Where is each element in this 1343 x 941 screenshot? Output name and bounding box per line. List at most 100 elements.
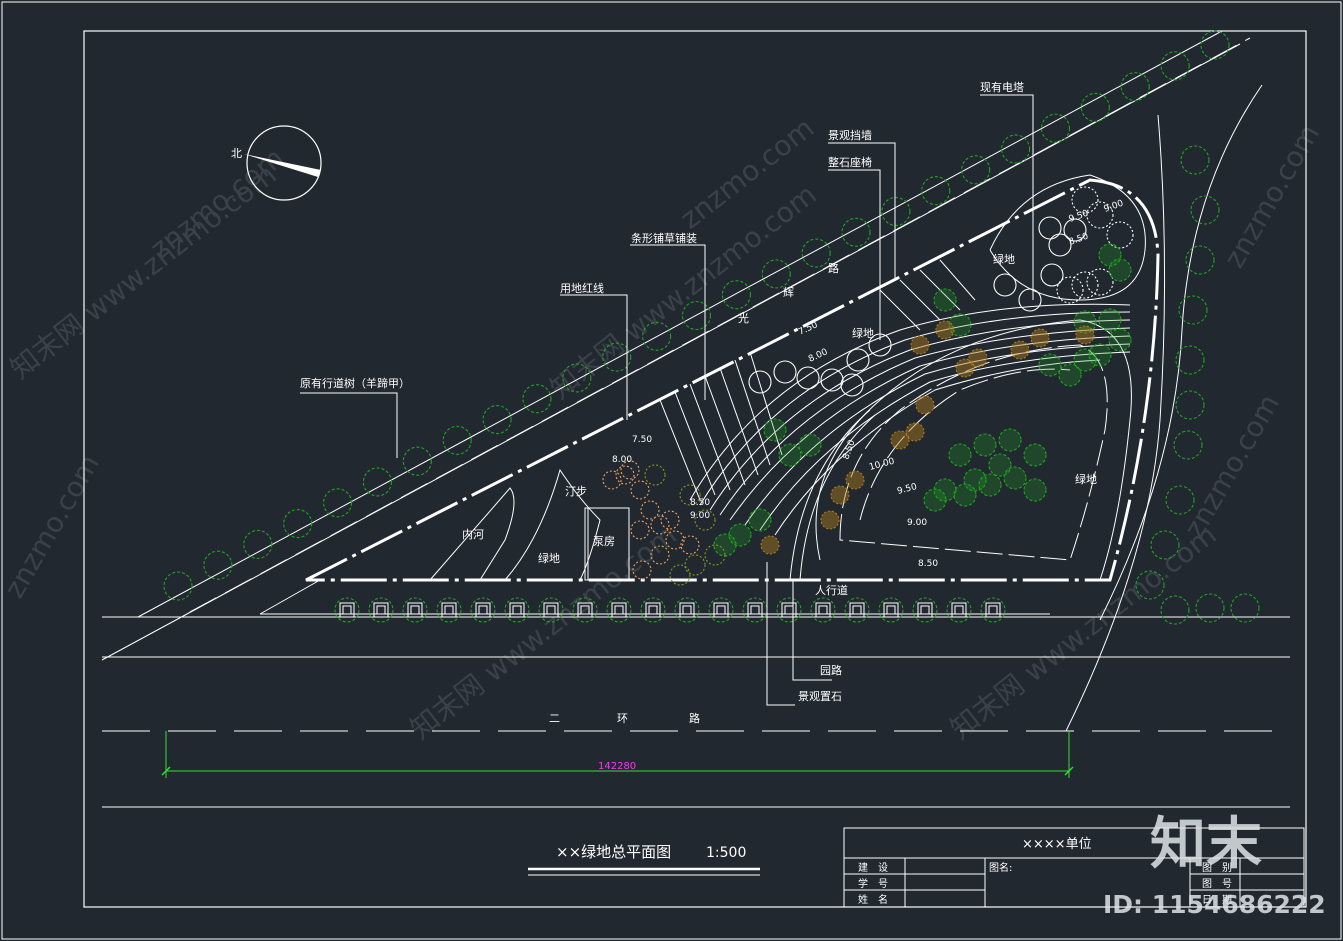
road-names: 光 辉 路 二 环 路: [549, 262, 839, 725]
label-sidewalk: 人行道: [815, 583, 848, 597]
compass-circle: [246, 125, 322, 201]
street-tree-icon: [980, 597, 1006, 623]
tree-planter-icon: [373, 602, 389, 618]
watermark-text: znzmo.com: [0, 449, 106, 604]
brown-tree-icon: [955, 358, 975, 378]
tree-planter-icon: [781, 602, 797, 618]
paving-strip: [689, 383, 731, 491]
watermark-text: 知末网 www.znzmo.com: [944, 518, 1223, 746]
street-tree-icon: [946, 597, 972, 623]
street-tree-icon: [776, 597, 802, 623]
tree-planter-icon: [920, 605, 930, 615]
street-tree-icon: [1001, 134, 1031, 164]
street-tree-icon: [921, 176, 951, 206]
street-tree-icon: [640, 597, 666, 623]
street-tree-icon: [602, 342, 632, 372]
red-line: [305, 178, 1160, 582]
paving-strip: [759, 351, 1131, 531]
elevation-label: 9.00: [690, 511, 710, 521]
tree-planter-icon: [886, 605, 896, 615]
elevation-label: 9.50: [896, 482, 918, 497]
drawing-title: ××绿地总平面图 1:500: [528, 843, 760, 876]
street-tree-icon: [243, 529, 273, 559]
elevation-label: 8.50: [1068, 231, 1091, 247]
paving-strip: [899, 279, 941, 321]
brown-tree-icon: [820, 510, 840, 530]
green-area-outline: [504, 468, 601, 581]
elevation-label: 8.00: [612, 455, 632, 465]
tree-planter-icon: [478, 605, 488, 615]
street-tree-icon: [402, 597, 428, 623]
street-tree-icon: [504, 597, 530, 623]
elevation-label: 7.50: [632, 435, 652, 445]
ornamental-tree-icon: [773, 360, 797, 384]
street-tree-icon: [1175, 390, 1205, 420]
brown-tree-icon: [910, 335, 930, 355]
flowering-shrub-icon: [1086, 268, 1114, 296]
drawing-scale: 1:500: [706, 845, 746, 861]
brown-tree-icon: [830, 485, 850, 505]
ornamental-tree-icon: [1018, 288, 1042, 312]
brown-tree-icon: [760, 535, 780, 555]
flowering-shrub-icon: [1086, 201, 1114, 229]
brown-tree-icon: [1075, 325, 1095, 345]
tree-planter-icon: [917, 602, 933, 618]
flowering-tree-icon: [660, 510, 680, 530]
label-garden-path: 园路: [820, 664, 842, 677]
plaza-edge: [259, 579, 321, 615]
paving-strip: [789, 409, 871, 581]
road-name-char: 光: [738, 311, 749, 325]
paving-strip: [699, 311, 1131, 506]
flowering-tree-icon: [665, 530, 685, 550]
north-compass: 北: [231, 125, 322, 201]
elevation-labels: 7.50 8.00 7.50 8.00 8.50 9.00 8.50 9.50 …: [612, 198, 1125, 569]
dimension-value: 142280: [598, 761, 636, 772]
label-red-line: 用地红线: [560, 281, 604, 295]
flowering-tree-icon: [650, 545, 670, 565]
street-tree-icon: [810, 597, 836, 623]
dimension-tick: [1064, 766, 1074, 776]
title-block-row-label: 日 期: [1202, 894, 1232, 906]
road-name-char: 环: [617, 712, 628, 725]
shrub-icon: [704, 544, 726, 566]
ornamental-tree-icon: [820, 368, 844, 392]
street-tree-icon: [322, 488, 353, 518]
green-tree-icon: [1108, 328, 1132, 352]
elevation-label: 9.00: [1103, 198, 1126, 214]
road-name-char: 二: [549, 712, 560, 725]
street-tree-icon: [681, 300, 712, 331]
green-tree-icon: [933, 288, 957, 312]
green-tree-icon: [948, 443, 972, 467]
tree-planter-icon: [614, 605, 624, 615]
paving-strip: [744, 343, 1131, 526]
green-tree-icon: [953, 483, 977, 507]
tree-planter-icon: [509, 602, 525, 618]
brand-logo-text: 知末: [1150, 812, 1262, 877]
drawing-title-text: ××绿地总平面图: [556, 843, 671, 861]
title-block-row-label: 学 号: [858, 877, 888, 890]
street-tree-icon: [522, 384, 552, 414]
flowering-tree-icon: [615, 465, 635, 485]
title-block-row-label: 姓 名: [858, 893, 888, 906]
tree-planter-icon: [648, 605, 658, 615]
label-greenland: 绿地: [538, 551, 560, 565]
tree-planter-icon: [512, 605, 522, 615]
street-tree-icon: [912, 597, 938, 623]
inner-river: [429, 487, 515, 581]
elevation-label: 8.50: [841, 439, 857, 462]
tree-planter-icon: [954, 605, 964, 615]
brown-tree-icon: [935, 320, 955, 340]
tree-planter-icon: [818, 605, 828, 615]
street-tree-icon: [163, 571, 193, 601]
green-tree-icon: [1023, 478, 1047, 502]
tree-planter-icon: [750, 605, 760, 615]
brand-watermark: 知末 ID: 1154686222: [1103, 812, 1326, 919]
title-block: [843, 827, 1305, 908]
road-name-char: 辉: [783, 286, 794, 299]
street-tree-icon: [1200, 30, 1230, 60]
tree-planter-icon: [441, 602, 457, 618]
dimension-line: 142280: [161, 731, 1074, 778]
east-road-edge: [1099, 84, 1263, 621]
flowering-tree-icon: [630, 520, 650, 540]
label-existing-power-tower: 现有电塔: [980, 80, 1024, 94]
